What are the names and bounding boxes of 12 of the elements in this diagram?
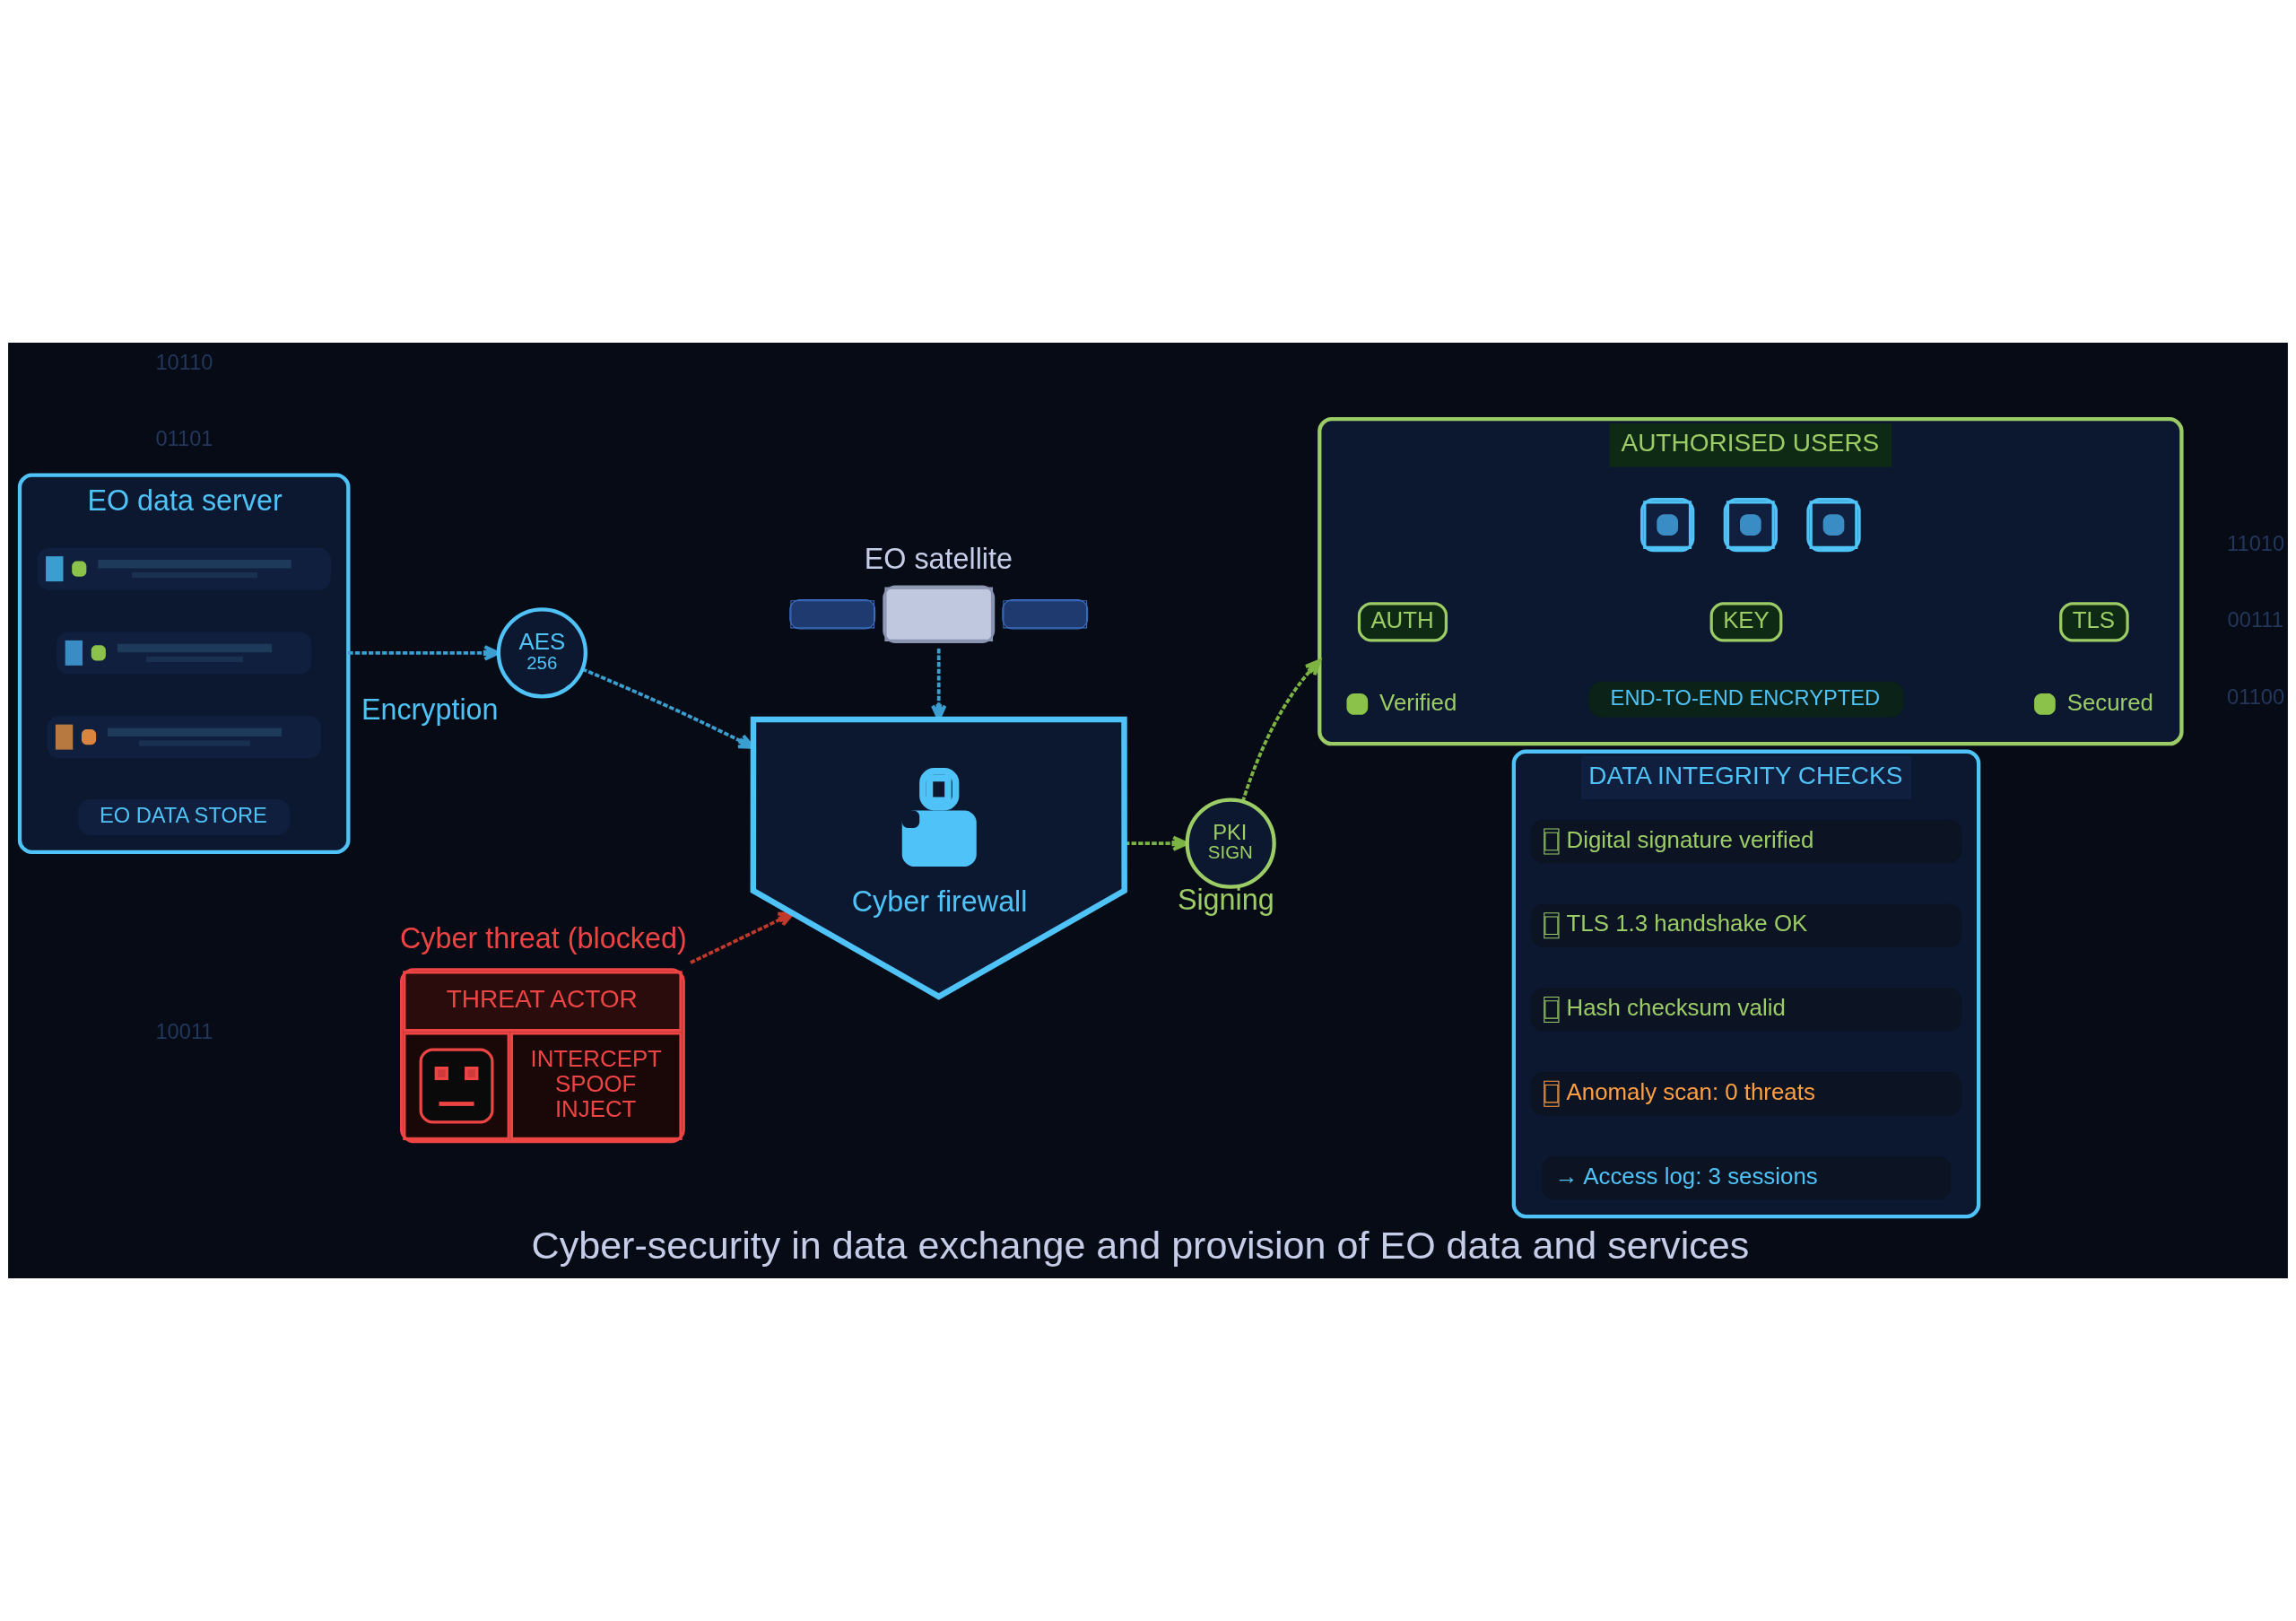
label: 01101 [155,426,213,450]
diagram-title: Cyber-security in data exchange and provision of EO data and services [531,1224,1750,1268]
node-label: Cyber threat (blocked) [399,921,687,954]
label: 00111 [2227,608,2283,632]
label: 10110 [155,350,213,374]
label: 10011 [155,1020,213,1044]
label: 01100 [2227,684,2285,709]
node-label: Encryption [361,693,499,727]
label: 11010 [2227,532,2285,556]
label: Secured [2066,689,2153,715]
label: Verified [1379,689,1457,715]
node-label: EO satellite [864,543,1013,576]
